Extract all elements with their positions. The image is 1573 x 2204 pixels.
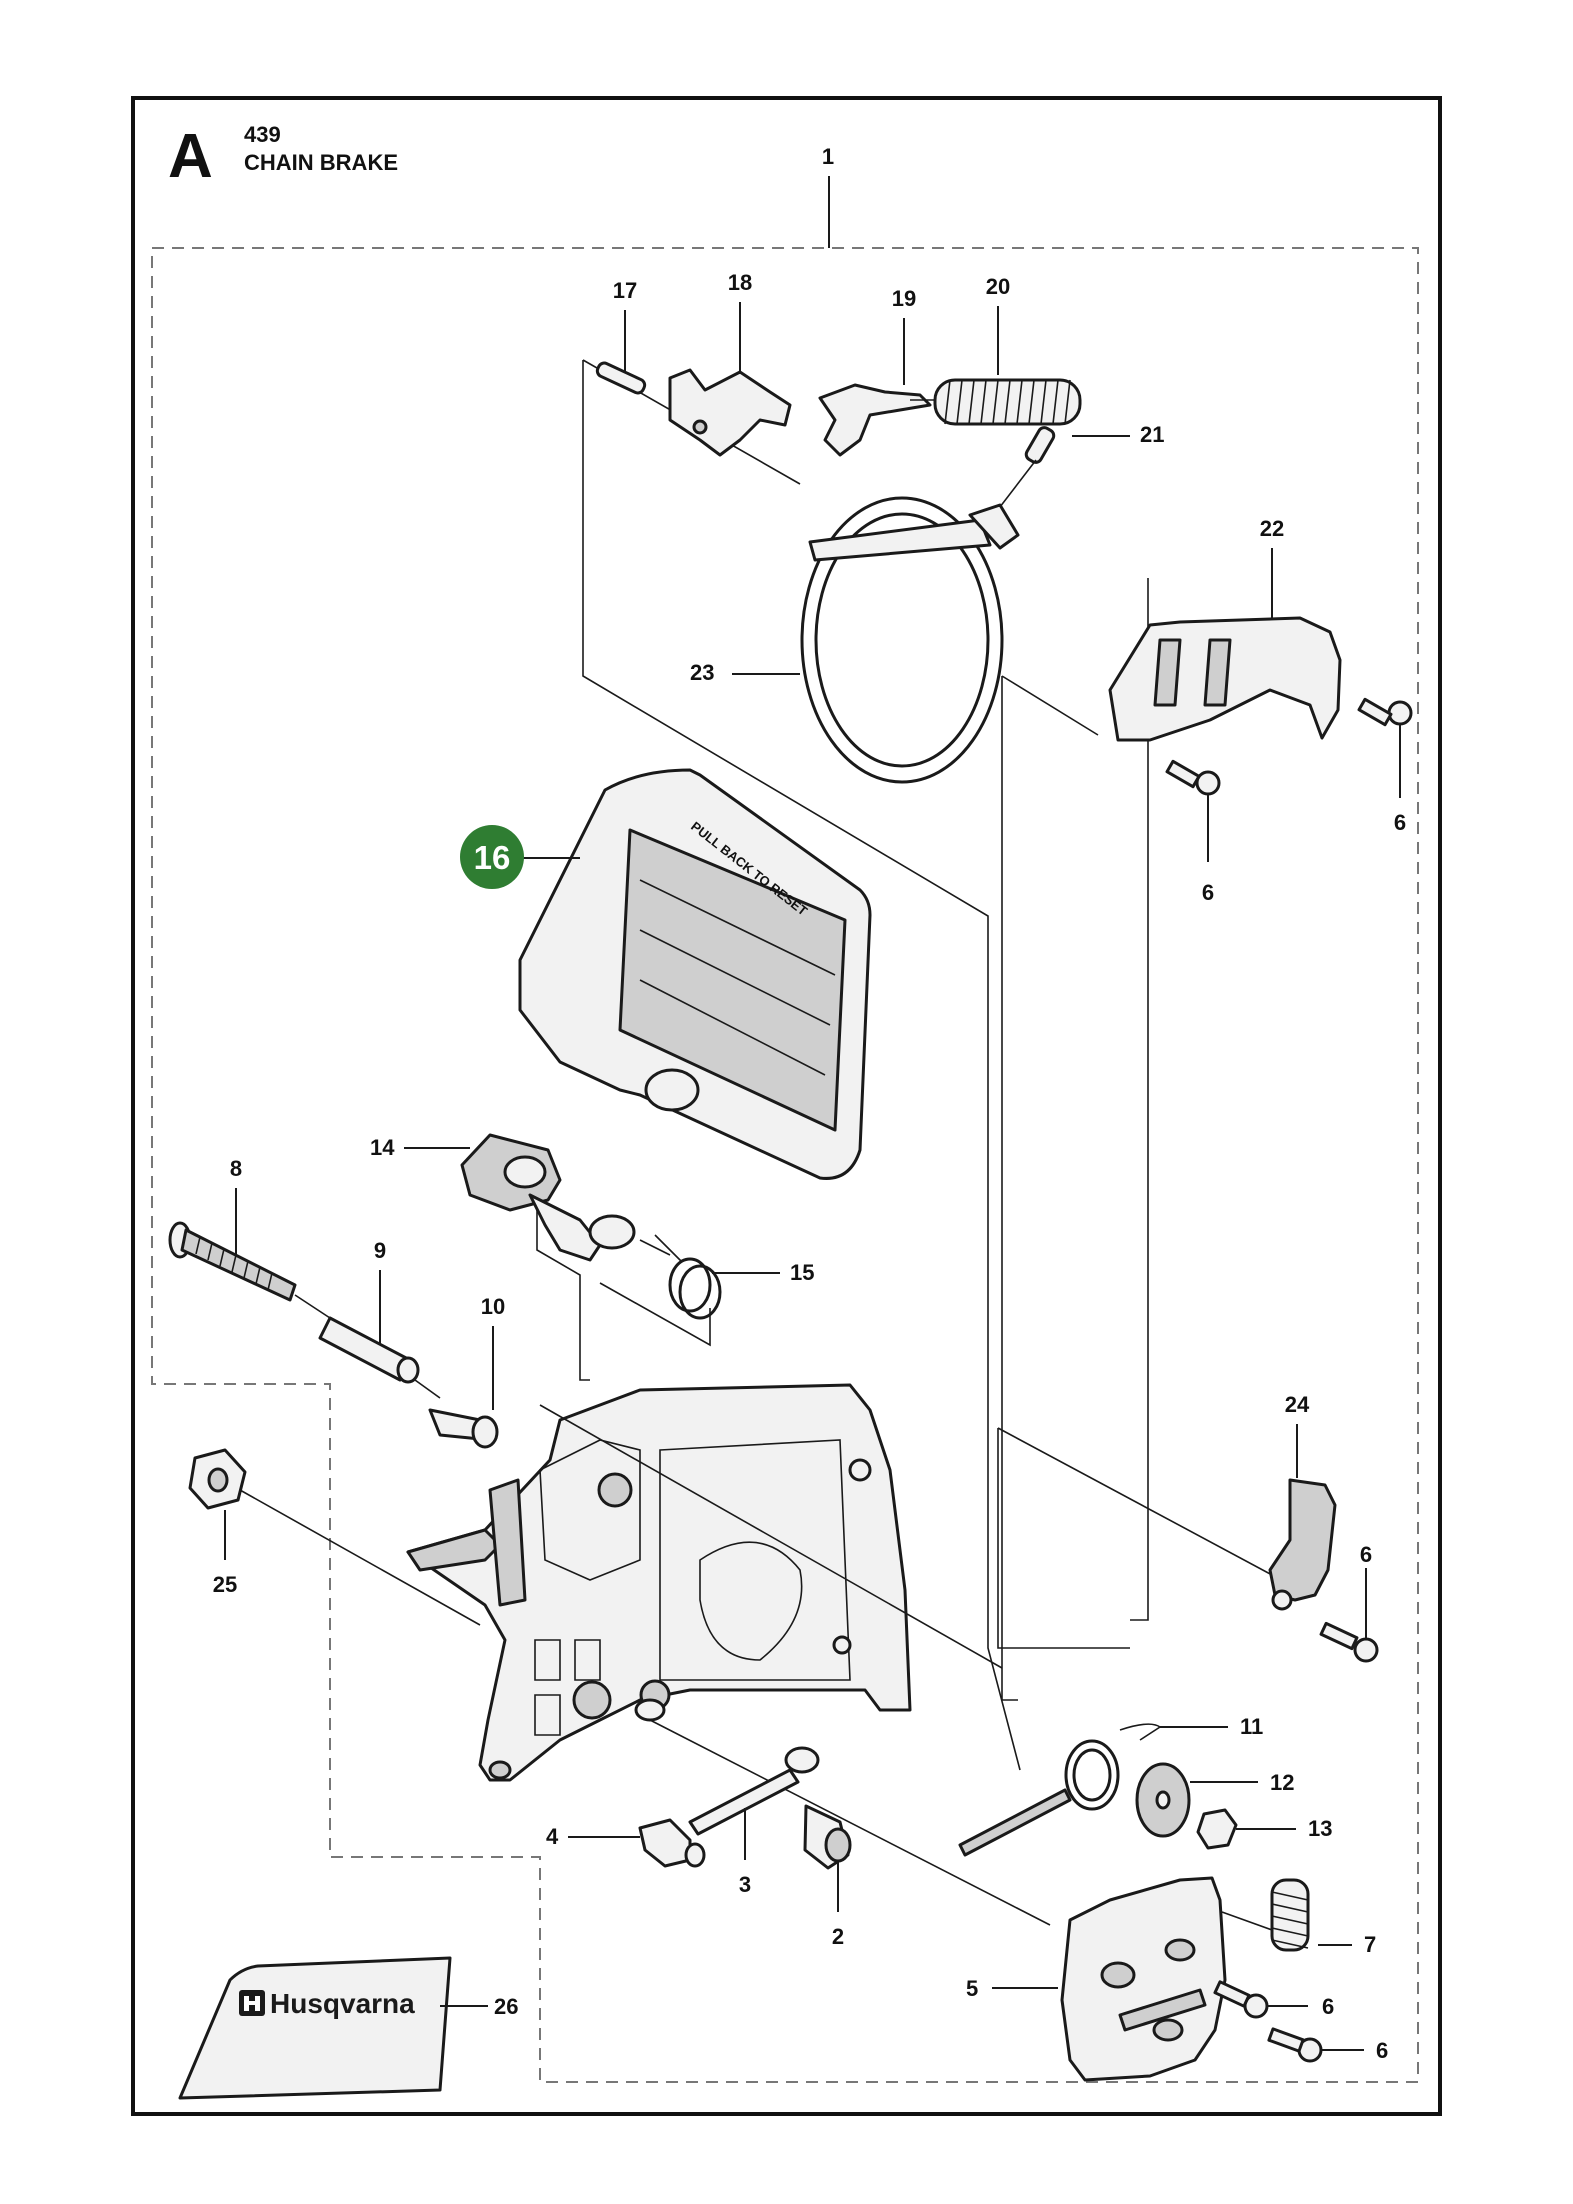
part-7-coil-spring [1221,1878,1310,1952]
part-10-sleeve [428,1408,499,1449]
label-17: 17 [613,278,637,303]
part-24-lever [1268,1478,1337,1602]
part-19-lever [818,383,932,457]
model-number: 439 [244,122,281,147]
assembly-boundary [151,247,1419,2083]
bracket-right-2 [1001,675,1099,736]
label-6-d: 6 [1322,1994,1334,2019]
highlight-badge-16[interactable]: 16 [460,825,524,889]
label-6-e: 6 [1376,2038,1388,2063]
part-17-pin [595,361,647,395]
label-23: 23 [690,660,714,685]
label-7: 7 [1364,1932,1376,1957]
part-8-bolt [168,1221,331,1319]
label-13: 13 [1308,1816,1332,1841]
bracket-upper-left [582,360,1021,1771]
part-2-sleeve [803,1804,852,1870]
part-13-nut [1196,1808,1238,1850]
husqvarna-crown-icon [239,1990,265,2016]
part-3-pin [688,1746,820,1836]
label-11: 11 [1240,1714,1263,1739]
label-12: 12 [1270,1770,1294,1795]
bracket-lower [997,1428,1130,1649]
part-25-nut [188,1448,247,1510]
part-14-trigger [460,1133,636,1262]
part-9-tube [318,1316,441,1399]
part-6-screw-e [1267,2027,1323,2063]
part-16-hand-guard[interactable]: PULL BACK TO RESET [518,768,872,1180]
part-20-spring [910,378,1082,426]
part-4-bushing [638,1818,706,1868]
label-3: 3 [739,1872,751,1897]
part-6-screw-c [1319,1621,1379,1663]
part-6-screw-b [1165,759,1221,796]
label-5: 5 [966,1976,978,2001]
brake-housing [406,1383,912,1782]
part-11-spring [958,1723,1162,1857]
section-letter: A [168,122,213,191]
label-21: 21 [1140,422,1164,447]
part-6-screw-d [1213,1980,1269,2019]
label-10: 10 [481,1294,505,1319]
label-20: 20 [986,274,1010,299]
label-4: 4 [546,1824,559,1849]
label-15: 15 [790,1260,814,1285]
label-18: 18 [728,270,752,295]
diagram-title: CHAIN BRAKE [244,150,398,175]
label-1: 1 [822,144,834,169]
bracket-lower-2 [997,1427,1301,1591]
label-14: 14 [370,1135,395,1160]
label-6-b: 6 [1202,880,1214,905]
part-26-decal: Husqvarna [178,1956,452,2100]
bracket-right [1001,676,1018,1701]
part-21-pin [1024,426,1056,464]
part-15-torsion-spring [639,1234,722,1320]
label-6-a: 6 [1394,810,1406,835]
label-22: 22 [1260,516,1284,541]
outer-frame [131,96,1442,2116]
label-24: 24 [1285,1392,1310,1417]
part-5-clutch-cover [1060,1876,1227,2082]
label-19: 19 [892,286,916,311]
label-2: 2 [832,1924,844,1949]
part-23-brake-band [800,496,1020,784]
part-18-latch [668,368,792,457]
part-6-screw-a [1357,697,1413,727]
label-26: 26 [494,1994,518,2019]
label-6-c: 6 [1360,1542,1372,1567]
label-25: 25 [213,1572,237,1597]
highlight-label-16: 16 [474,839,511,876]
brand-text: Husqvarna [270,1988,415,2019]
label-9: 9 [374,1238,386,1263]
bracket-spring [536,1188,711,1381]
label-8: 8 [230,1156,242,1181]
part-12-washer [1135,1762,1191,1838]
bracket-guard [1130,578,1149,1621]
